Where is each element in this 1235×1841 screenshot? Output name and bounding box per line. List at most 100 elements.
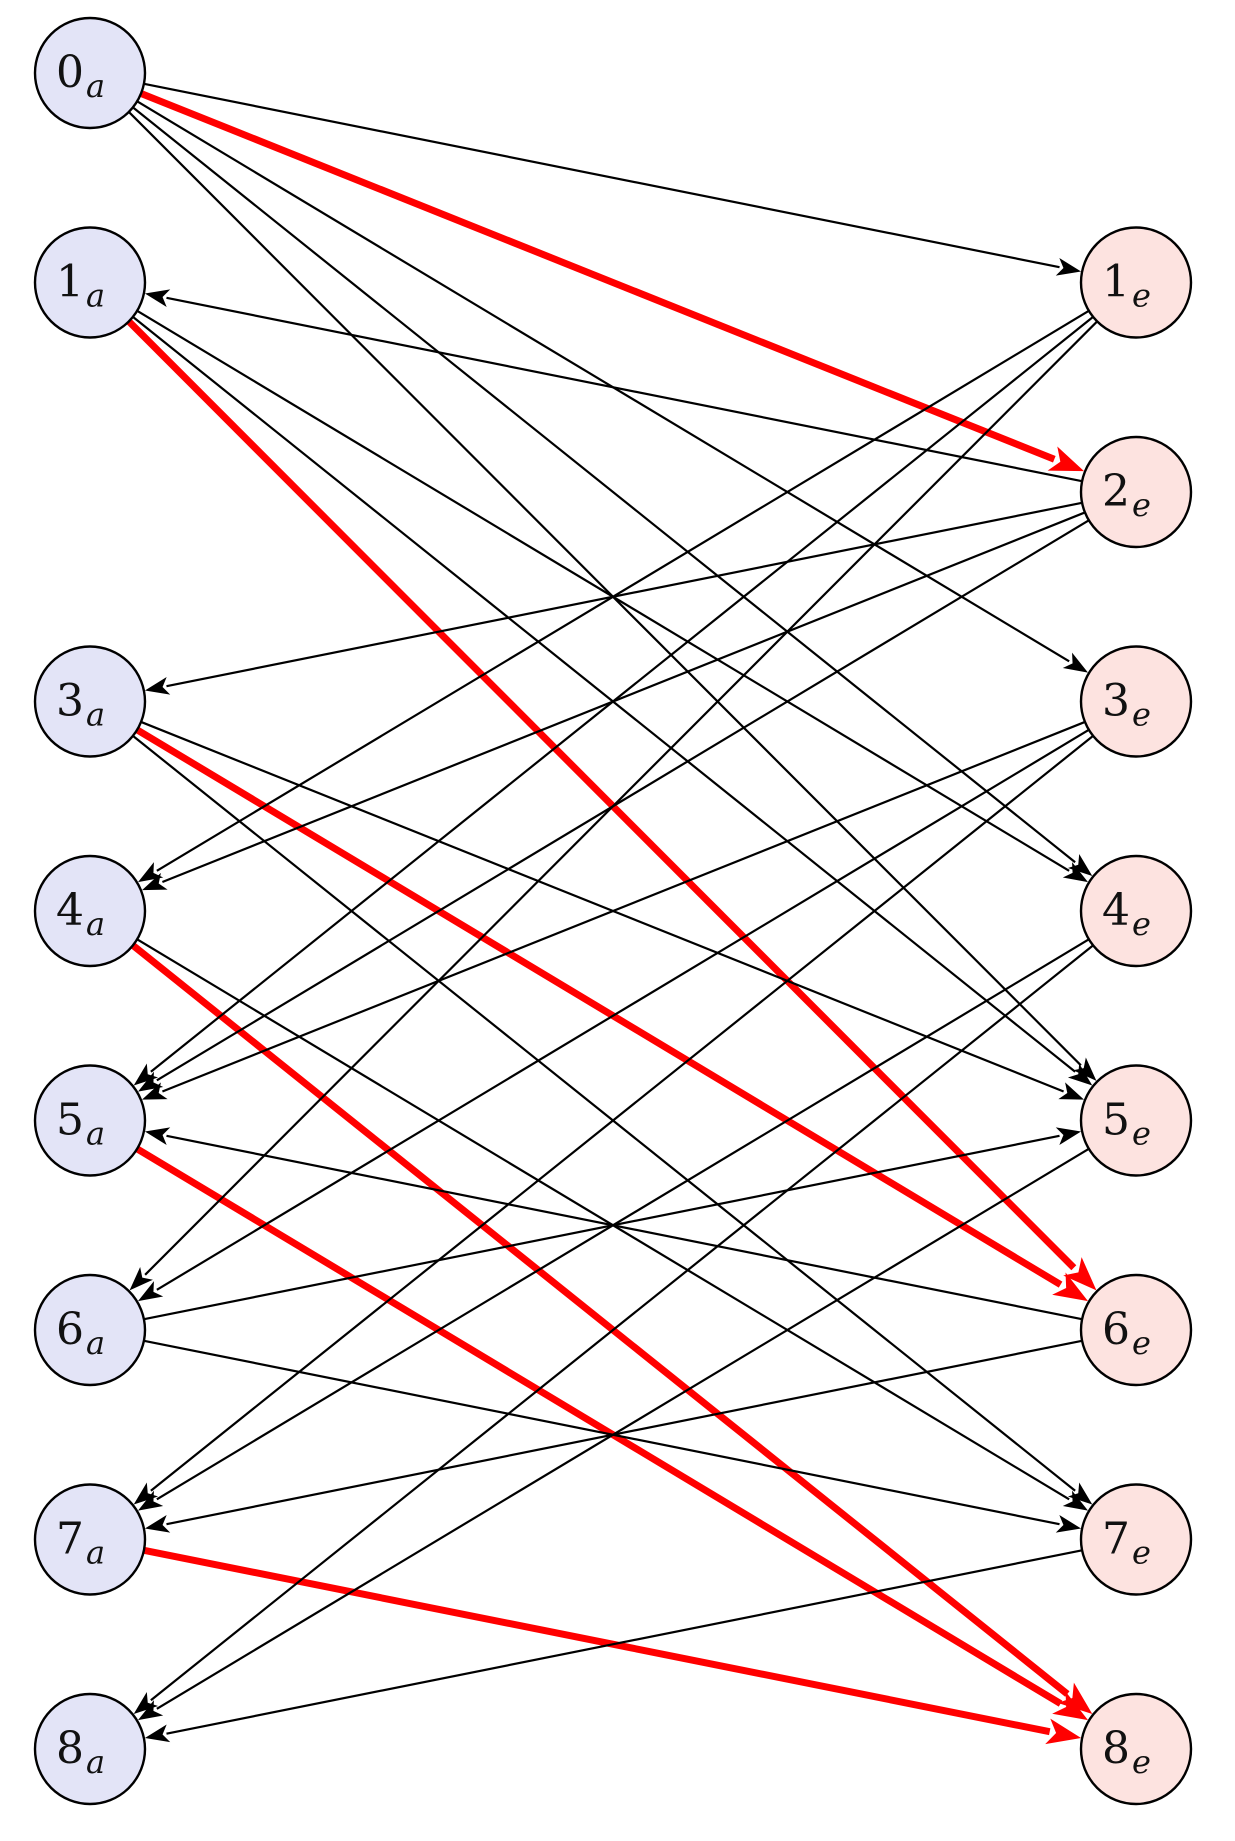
node-number: 0 — [56, 47, 84, 98]
node-circle — [1079, 435, 1193, 549]
node-subscript: e — [1132, 696, 1151, 734]
edge-line — [132, 316, 1076, 1073]
node-number: 3 — [56, 676, 84, 727]
node-circle — [1079, 854, 1193, 968]
node-circle — [1079, 226, 1193, 339]
node-subscript: a — [86, 696, 105, 734]
edge-1a-to-6e — [126, 318, 1097, 1291]
edge-0a-to-3e — [136, 100, 1088, 673]
edge-0a-to-4e — [132, 106, 1093, 876]
edge-1a-to-5e — [132, 316, 1093, 1086]
node-subscript: e — [1132, 1115, 1151, 1153]
arrowhead-icon — [138, 1490, 164, 1511]
node-subscript: e — [1132, 905, 1151, 943]
edge-line — [132, 106, 1076, 864]
edge-1e-to-6a — [129, 320, 1098, 1291]
node-circle — [33, 16, 147, 130]
edge-2e-to-3a — [144, 501, 1083, 695]
edge-3e-to-7a — [133, 735, 1094, 1505]
edge-0a-to-5e — [128, 111, 1097, 1081]
node-subscript: a — [86, 277, 105, 315]
node-circle — [33, 226, 147, 339]
node-subscript: e — [1132, 486, 1151, 524]
edge-line — [150, 735, 1094, 1492]
edge-line — [166, 1549, 1083, 1735]
edge-6e-to-5a — [144, 1127, 1083, 1321]
node-subscript: e — [1132, 1324, 1151, 1362]
edge-6e-to-7a — [144, 1339, 1083, 1533]
edge-line — [130, 942, 1070, 1697]
node-circle — [1079, 1064, 1193, 1177]
edge-line — [143, 1134, 1060, 1321]
edge-line — [136, 938, 1070, 1501]
arrowhead-icon — [1067, 1063, 1093, 1086]
node-number: 1 — [56, 257, 84, 308]
arrowhead-icon — [144, 289, 171, 308]
arrowhead-icon — [1062, 862, 1088, 883]
edge-line — [132, 735, 1076, 1492]
edge-line — [156, 728, 1090, 1291]
edge-3e-to-6a — [138, 728, 1090, 1302]
node-number: 5 — [1102, 1095, 1130, 1146]
edge-3a-to-6e — [135, 726, 1088, 1302]
node-circle — [1079, 1692, 1193, 1806]
edge-0a-to-2e — [139, 90, 1085, 472]
edge-2e-to-4a — [141, 511, 1086, 891]
node-circle — [1079, 645, 1193, 758]
edge-line — [156, 1147, 1090, 1710]
arrowhead-icon — [1067, 1482, 1093, 1505]
arrowhead-icon — [1057, 1682, 1093, 1714]
node-number: 5 — [56, 1095, 84, 1146]
node-circle — [33, 1064, 147, 1177]
edge-6a-to-5e — [143, 1127, 1082, 1321]
edge-line — [166, 1339, 1083, 1526]
edge-line — [150, 316, 1094, 1073]
node-subscript: a — [86, 1115, 105, 1153]
edge-3e-to-5a — [141, 720, 1086, 1100]
arrowhead-icon — [1055, 257, 1082, 276]
arrowhead-icon — [133, 1063, 159, 1086]
node-subscript: e — [1132, 277, 1151, 315]
node-number: 6 — [1102, 1304, 1130, 1355]
edge-line — [136, 309, 1070, 872]
arrowhead-icon — [1058, 1082, 1085, 1100]
edge-line — [166, 296, 1083, 483]
arrowhead-icon — [1047, 446, 1085, 472]
edge-4a-to-8e — [130, 942, 1093, 1714]
edge-3a-to-7e — [132, 735, 1093, 1505]
edge-7e-to-8a — [144, 1549, 1083, 1743]
arrowhead-icon — [129, 1267, 153, 1291]
arrowhead-icon — [1073, 1057, 1097, 1081]
node-number: 1 — [1102, 257, 1130, 308]
edge-6a-to-7e — [143, 1339, 1082, 1533]
edge-line — [150, 944, 1094, 1702]
edge-line — [156, 519, 1090, 1082]
edge-line — [135, 1145, 1063, 1707]
edge-line — [126, 318, 1077, 1271]
node-circle — [33, 854, 147, 968]
edge-line — [128, 111, 1082, 1067]
edge-2e-to-5a — [138, 519, 1090, 1092]
arrowhead-icon — [141, 1082, 168, 1100]
arrowhead-icon — [1055, 1127, 1082, 1146]
edge-0a-to-1e — [143, 82, 1082, 276]
edge-3a-to-5e — [140, 720, 1085, 1100]
edge-line — [166, 1134, 1083, 1321]
edge-line — [139, 90, 1056, 463]
node-circle — [33, 1483, 147, 1596]
edge-line — [140, 720, 1065, 1093]
node-number: 6 — [56, 1304, 84, 1355]
edge-1a-to-4e — [136, 309, 1088, 883]
arrowhead-icon — [1052, 1272, 1088, 1302]
edge-line — [166, 501, 1083, 688]
node-circle — [1079, 1273, 1193, 1387]
